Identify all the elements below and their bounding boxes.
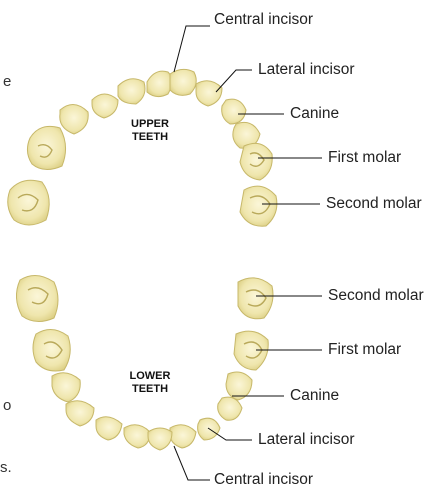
lower-first-molar-left	[33, 329, 70, 371]
lower-central-incisor-left	[124, 425, 150, 448]
upper-lateral-incisor-left	[118, 79, 145, 104]
label-lower-canine: Canine	[290, 388, 339, 404]
upper-central-incisor-left	[147, 71, 172, 96]
upper-teeth-title-line2: TEETH	[120, 131, 180, 144]
upper-canine-right	[222, 99, 246, 124]
lower-canine-left	[66, 401, 94, 426]
lower-arch	[16, 275, 273, 450]
lower-second-molar-right	[238, 278, 273, 319]
label-lower-first-molar: First molar	[328, 342, 401, 358]
cropped-text-top-left: e	[3, 74, 11, 89]
label-upper-first-molar: First molar	[328, 150, 401, 166]
lower-teeth-title-line1: LOWER	[120, 370, 180, 383]
upper-premolar-left	[60, 104, 88, 134]
lower-premolar-left	[52, 373, 80, 402]
lower-teeth-title-line2: TEETH	[120, 383, 180, 396]
upper-second-molar-right	[240, 186, 277, 226]
upper-canine-left	[92, 94, 118, 118]
label-lower-second-molar: Second molar	[328, 288, 424, 304]
lower-central-incisor-mid	[148, 428, 172, 450]
upper-arch	[8, 69, 277, 226]
label-upper-lateral-incisor: Lateral incisor	[258, 62, 355, 78]
upper-central-incisor-right	[170, 69, 196, 95]
lower-lateral-incisor-left	[96, 417, 122, 440]
lower-first-molar-right	[234, 331, 268, 370]
leader-lower-central-incisor	[174, 446, 210, 480]
label-upper-canine: Canine	[290, 106, 339, 122]
label-upper-second-molar: Second molar	[326, 196, 422, 212]
cropped-text-bottom-left-2: s.	[0, 460, 12, 475]
upper-first-molar-right	[240, 143, 272, 180]
label-lower-central-incisor: Central incisor	[214, 472, 313, 488]
lower-central-incisor-right	[170, 425, 196, 448]
lower-teeth-title: LOWER TEETH	[120, 370, 180, 395]
label-upper-central-incisor: Central incisor	[214, 12, 313, 28]
upper-teeth-title-line1: UPPER	[120, 118, 180, 131]
lower-canine-right	[218, 397, 242, 420]
leader-upper-central-incisor	[174, 26, 210, 72]
cropped-text-bottom-left-1: o	[3, 398, 11, 413]
upper-first-molar-left	[27, 126, 65, 169]
lower-second-molar-left	[16, 275, 58, 321]
upper-teeth-title: UPPER TEETH	[120, 118, 180, 143]
label-lower-lateral-incisor: Lateral incisor	[258, 432, 355, 448]
upper-lateral-incisor-right	[196, 81, 222, 106]
upper-second-molar-left	[8, 180, 49, 225]
